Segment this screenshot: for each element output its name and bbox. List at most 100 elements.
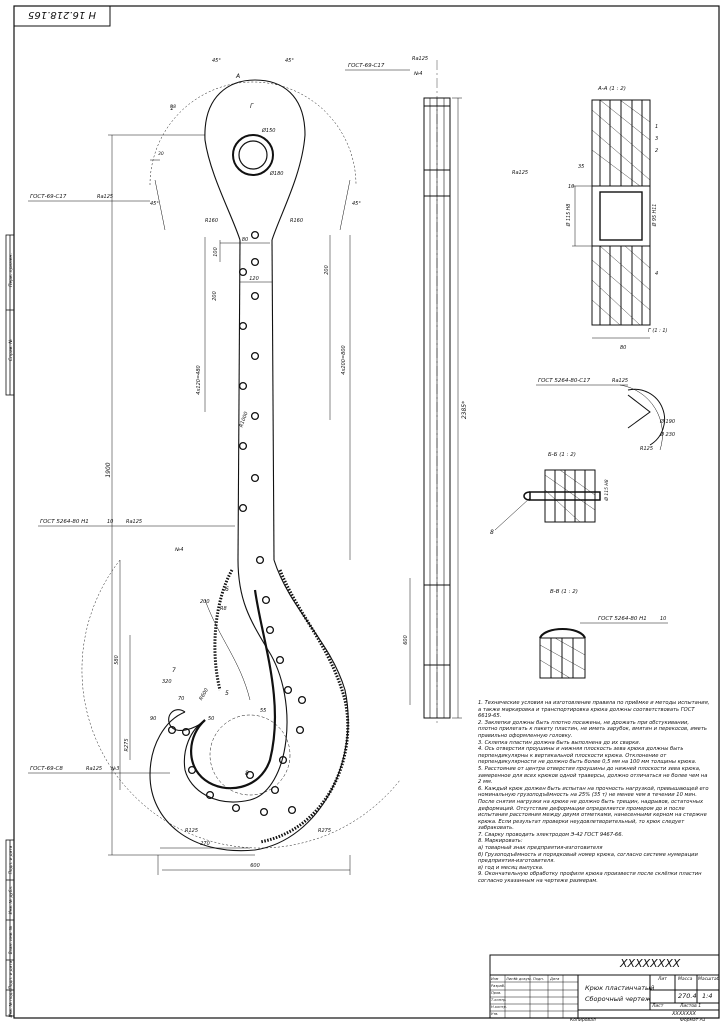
sec-aa-d95: Ø 95 H11: [651, 204, 658, 228]
dim-600-bottom: 600: [250, 863, 260, 869]
margin-label-2: Справ. №: [8, 339, 14, 361]
sec-aa-d115: Ø 115 H8: [565, 204, 572, 228]
drawing-code: ХХХХХХХХ: [620, 957, 681, 970]
note-5: 5. Расстояние от центра отверстия проуши…: [478, 765, 708, 786]
dim-270: 270: [200, 841, 210, 847]
dim-100: 100: [213, 247, 219, 257]
note-4: 4. Ось отверстия проушины и нижняя плоск…: [478, 746, 697, 766]
note-8c: в) год и месяц выпуска.: [478, 864, 544, 871]
dim-480: 4x120=480: [196, 365, 202, 394]
dim-600-right: 600: [403, 635, 409, 645]
margin-label-5: Взам. инв. №: [8, 925, 13, 954]
section-vv-title: В-В (1 : 2): [550, 589, 578, 595]
callout-ra-c8: Ra125: [86, 766, 102, 772]
dim-a45-tr: 45°: [285, 58, 294, 64]
section-gg-title: Г (1 : 1): [648, 328, 668, 334]
callout-n4-mid: №4: [174, 547, 183, 553]
dim-200-left: 200: [212, 291, 218, 301]
margin-label-1: Перв. примен.: [8, 253, 14, 287]
dim-r160-l: R160: [205, 218, 218, 224]
mass-value: 270.4: [678, 992, 697, 1000]
tb-row-utv: Утв.: [491, 1012, 499, 1016]
sheets-label: Листов 1: [680, 1004, 702, 1009]
dim-d150: Ø150: [261, 127, 275, 134]
callout-vv-10: 10: [660, 616, 666, 622]
callout-ra-mid: Ra125: [126, 519, 142, 525]
note-6: 6. Каждый крюк должен быть испытан на пр…: [478, 785, 709, 832]
mark-g: Г: [250, 103, 254, 110]
stamp-number: Н 16.218.165: [28, 9, 96, 20]
view-g-d230: Ø 230: [659, 431, 675, 438]
view-g-d190: Ø 190: [659, 418, 675, 425]
note-2: 2. Заклепки должны быть плотно посажены,…: [478, 719, 707, 739]
callout-gost5264-vv: ГОСТ 5264-80 Н1: [598, 616, 647, 622]
dim-a45-r: 45°: [352, 201, 361, 207]
sec-bb-115: Ø 115 H8: [603, 479, 610, 501]
margin-label-7: Инв. № подл.: [8, 989, 13, 1018]
section-bb: [494, 469, 601, 531]
mass-label: Масса: [678, 977, 693, 982]
mark-8: 8: [245, 770, 249, 777]
scale-label: Масштаб: [698, 977, 720, 982]
section-aa: [572, 99, 651, 339]
dim-a45-l: 45°: [150, 201, 159, 207]
drawing-name-1: Крюк пластинчатый: [585, 984, 655, 992]
copied-label: Копировал: [570, 1018, 596, 1023]
dim-1900: 1900: [105, 462, 112, 477]
side-view: [423, 60, 462, 725]
margin-label-3: Подп. и дата: [8, 845, 13, 874]
dim-r1000: R1000: [238, 411, 249, 428]
callout-gost-left: ГОСТ-69-С17: [30, 194, 67, 200]
scale-value: 1:4: [702, 992, 713, 1000]
dim-580: 580: [114, 655, 120, 665]
note-8a: а) товарный знак предприятия-изготовител…: [478, 845, 603, 852]
sheet-label: Лист: [652, 1004, 664, 1009]
drawing-code-small: ХХХХХХХ: [672, 1011, 696, 1017]
dimension-lines: [108, 134, 411, 875]
callout-ra-right: Ra125: [612, 378, 628, 384]
dim-r8-hook: R8: [220, 606, 227, 612]
dim-d180: Ø180: [269, 170, 283, 177]
dim-r600: R600: [198, 687, 210, 701]
tb-row-tkontr: Т.контр.: [491, 998, 507, 1002]
technical-notes: 1. Технические условия на изготовление п…: [478, 700, 710, 885]
margin-label-6: Подп. и дата: [8, 960, 13, 989]
dim-320: 320: [162, 679, 172, 685]
sec-aa-mark4: 4: [655, 271, 658, 277]
note-9: 9. Окончательную обработку профиля крюка…: [478, 871, 702, 885]
sec-aa-mark2: 2: [655, 148, 658, 154]
dim-r8: R8: [170, 104, 176, 110]
note-3: 3. Склепка пластин должна быть выполнена…: [478, 739, 641, 746]
tb-row-list: Лист: [506, 977, 516, 981]
rivets: [167, 230, 307, 817]
stamp-box: [13, 5, 111, 27]
view-g: [619, 384, 666, 451]
dim-2385: 2385*: [461, 401, 468, 419]
dim-120: 120: [249, 276, 259, 282]
tb-row-doc: № докум.: [514, 977, 532, 981]
sec-aa-10: 10: [568, 184, 574, 190]
callout-ra-left: Ra125: [97, 194, 113, 200]
mark-7: 7: [172, 667, 176, 674]
dim-90: 90: [150, 716, 156, 722]
title-block-grid: [489, 954, 720, 1019]
view-g-r125: R125: [640, 446, 653, 452]
dim-800: 4x200=800: [341, 345, 347, 374]
sec-aa-mark3: 3: [655, 136, 658, 142]
note-8: 8. Маркировать:: [478, 838, 523, 845]
dim-30: 30: [158, 151, 164, 157]
note-8b: б) Грузоподъёмность и порядковый номер к…: [478, 851, 698, 865]
mark-1: 1: [170, 105, 174, 112]
callout-gost-c8: ГОСТ-69-С8: [30, 766, 63, 772]
mark-5: 5: [225, 690, 229, 697]
tb-row-prov: Пров.: [491, 991, 502, 995]
outer-border: [13, 5, 720, 1019]
sec-aa-35: 35: [578, 164, 584, 170]
lit-label: Лит: [658, 977, 667, 982]
tb-row-nkontr: Н.контр.: [491, 1005, 508, 1009]
sec-aa-80: 80: [620, 345, 626, 351]
section-vv: [539, 628, 586, 679]
callout-n3: №3: [110, 766, 119, 772]
callout-weld10: 10: [107, 519, 113, 525]
